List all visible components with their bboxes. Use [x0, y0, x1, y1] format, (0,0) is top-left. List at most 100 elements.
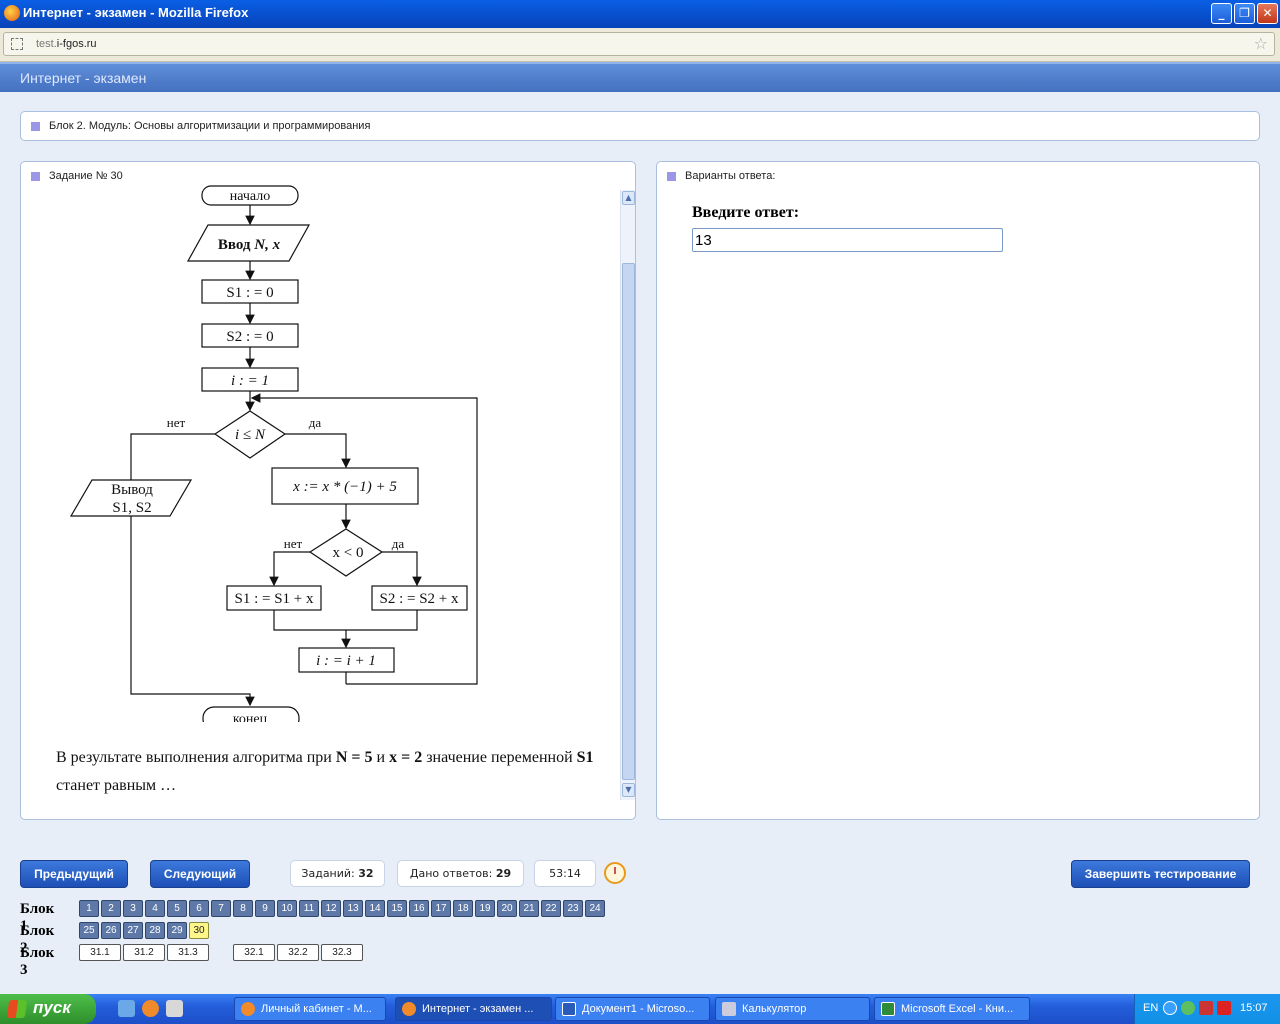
network-icon[interactable]	[1163, 1001, 1177, 1015]
word-icon	[562, 1002, 576, 1016]
app-quicklaunch-icon[interactable]	[166, 1000, 183, 1017]
end-label: конец	[233, 712, 268, 722]
task-nav-button[interactable]: 10	[277, 900, 297, 917]
task-nav-button[interactable]: 5	[167, 900, 187, 917]
answer-input[interactable]	[692, 228, 1003, 252]
task-nav-button[interactable]: 16	[409, 900, 429, 917]
s2-update-block	[371, 585, 468, 611]
task-scrollbar[interactable]: ▲ ▼	[620, 190, 635, 800]
bullet-icon	[667, 172, 676, 181]
maximize-button[interactable]: ❐	[1234, 3, 1255, 24]
excel-icon	[881, 1002, 895, 1016]
taskbar: пуск Личный кабинет - М... Интернет - эк…	[0, 994, 1280, 1024]
page-icon	[11, 38, 23, 50]
windows-logo-icon	[6, 1000, 28, 1018]
assign-x-label: x := x * (−1) + 5	[292, 479, 397, 495]
loop-yes-label: да	[309, 415, 322, 430]
scroll-down-icon[interactable]: ▼	[622, 783, 635, 797]
system-tray: EN 15:07	[1134, 994, 1280, 1024]
security-icon[interactable]	[1181, 1001, 1195, 1015]
task-nav-button[interactable]: 7	[211, 900, 231, 917]
scroll-up-icon[interactable]: ▲	[622, 191, 635, 205]
s2-init-label: S2 : = 0	[226, 329, 273, 345]
task-nav-button[interactable]: 6	[189, 900, 209, 917]
task-nav-button[interactable]: 27	[123, 922, 143, 939]
tasks-count: Заданий: 32	[290, 860, 385, 887]
task-nav-button[interactable]: 30	[189, 922, 209, 939]
task-nav-button[interactable]: 31.1	[79, 944, 121, 961]
task-nav-button[interactable]: 4	[145, 900, 165, 917]
next-button[interactable]: Следующий	[150, 860, 250, 888]
task-nav-button[interactable]: 1	[79, 900, 99, 917]
task-nav-button[interactable]: 11	[299, 900, 319, 917]
minimize-button[interactable]: _	[1211, 3, 1232, 24]
task-internet-exam[interactable]: Интернет - экзамен ...	[395, 997, 552, 1021]
task-nav-button[interactable]: 22	[541, 900, 561, 917]
task-nav-button[interactable]: 32.1	[233, 944, 275, 961]
x-condition-label: x < 0	[333, 545, 364, 561]
navigation-toolbar: test.i-fgos.ru ☆	[0, 28, 1280, 62]
task-nav-button[interactable]: 3	[123, 900, 143, 917]
output-line2: S1, S2	[112, 500, 151, 516]
close-button[interactable]: ✕	[1257, 3, 1278, 24]
task-nav-button[interactable]: 26	[101, 922, 121, 939]
antivirus-icon[interactable]	[1199, 1001, 1213, 1015]
start-button[interactable]: пуск	[0, 994, 96, 1024]
calculator-icon	[722, 1002, 736, 1016]
task-number: Задание № 30	[49, 170, 123, 182]
firefox-quicklaunch-icon[interactable]	[142, 1000, 159, 1017]
bookmark-star-icon[interactable]: ☆	[1253, 34, 1268, 53]
i-update-label: i : = i + 1	[316, 653, 376, 669]
x-no-label: нет	[284, 536, 303, 551]
task-personal-cabinet[interactable]: Личный кабинет - М...	[234, 997, 386, 1021]
output-block	[69, 479, 193, 517]
task-word-document[interactable]: Документ1 - Microso...	[555, 997, 710, 1021]
task-nav-button[interactable]: 13	[343, 900, 363, 917]
task-nav-button[interactable]: 8	[233, 900, 253, 917]
task-nav-button[interactable]: 2	[101, 900, 121, 917]
window-title: Интернет - экзамен - Mozilla Firefox	[23, 5, 249, 20]
show-desktop-icon[interactable]	[118, 1000, 135, 1017]
bullet-icon	[31, 172, 40, 181]
task-nav-button[interactable]: 18	[453, 900, 473, 917]
firefox-icon	[4, 5, 20, 21]
task-nav-button[interactable]: 32.2	[277, 944, 319, 961]
task-nav-button[interactable]: 9	[255, 900, 275, 917]
answer-options-label: Варианты ответа:	[685, 170, 776, 182]
previous-button[interactable]: Предыдущий	[20, 860, 128, 888]
x-yes-label: да	[392, 536, 405, 551]
input-label: Ввод N, x	[218, 237, 281, 253]
page-title: Интернет - экзамен	[20, 70, 147, 86]
task-nav-button[interactable]: 17	[431, 900, 451, 917]
task-nav-button[interactable]: 29	[167, 922, 187, 939]
task-nav-button[interactable]: 14	[365, 900, 385, 917]
task-nav-button[interactable]: 23	[563, 900, 583, 917]
task-nav-button[interactable]: 21	[519, 900, 539, 917]
task-nav-button[interactable]: 12	[321, 900, 341, 917]
url-text: test.i-fgos.ru	[36, 38, 97, 50]
task-nav-button[interactable]: 31.2	[123, 944, 165, 961]
loop-condition	[213, 410, 287, 459]
task-nav-button[interactable]: 25	[79, 922, 99, 939]
end-terminator	[202, 706, 300, 722]
task-nav-button[interactable]: 15	[387, 900, 407, 917]
finish-test-button[interactable]: Завершить тестирование	[1071, 860, 1250, 888]
language-indicator[interactable]: EN	[1143, 1002, 1159, 1014]
task-nav-button[interactable]: 28	[145, 922, 165, 939]
i-init-label: i : = 1	[231, 373, 269, 389]
task-nav-button[interactable]: 24	[585, 900, 605, 917]
task-excel[interactable]: Microsoft Excel - Кни...	[874, 997, 1030, 1021]
page-header: Интернет - экзамен	[0, 62, 1280, 92]
task-nav-button[interactable]: 19	[475, 900, 495, 917]
task-nav-button[interactable]: 20	[497, 900, 517, 917]
task-nav-button[interactable]: 31.3	[167, 944, 209, 961]
task-nav-button[interactable]: 32.3	[321, 944, 363, 961]
scroll-thumb[interactable]	[622, 263, 635, 780]
answered-count: Дано ответов: 29	[397, 860, 524, 887]
flowchart: начало Ввод N, x S1 : = 0 S2 : = 0 i : =…	[69, 185, 478, 722]
kaspersky-icon[interactable]	[1217, 1001, 1231, 1015]
address-bar[interactable]: test.i-fgos.ru ☆	[3, 32, 1275, 56]
task-calculator[interactable]: Калькулятор	[715, 997, 870, 1021]
clock: 15:07	[1240, 1002, 1268, 1014]
loop-condition-label: i ≤ N	[235, 427, 266, 443]
